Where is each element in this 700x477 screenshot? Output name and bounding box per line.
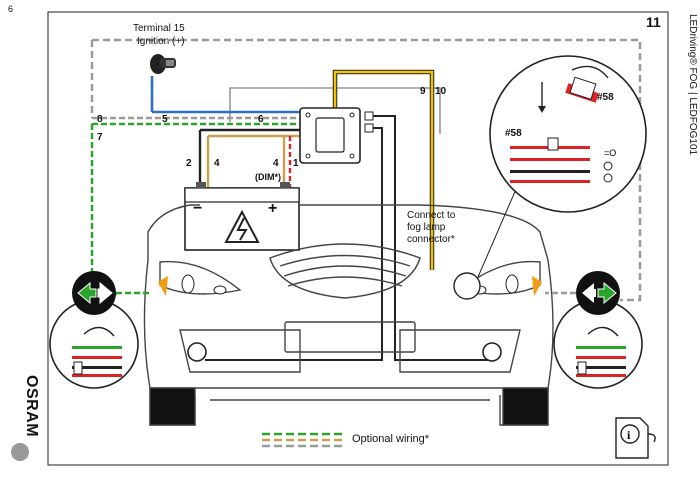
indicator-right — [532, 276, 542, 296]
sidebar-product-title: LEDriving® FOG | LEDFOG101 — [687, 14, 698, 156]
wire-number-1: 1 — [293, 158, 299, 169]
high-voltage-icon — [224, 209, 260, 243]
terminal-label: Terminal 15 — [133, 23, 185, 34]
wire-number-4a: 4 — [214, 158, 220, 169]
connect-label-1: Connect to — [407, 210, 456, 221]
connector-detail-right: =O — [510, 65, 616, 183]
svg-text:i: i — [627, 428, 631, 442]
connector-detail-left — [72, 326, 122, 377]
pin-58-label-side: #58 — [505, 128, 522, 139]
fog-lamp-icon — [213, 285, 487, 295]
zoom-line-right — [477, 179, 521, 278]
indicator-left — [158, 276, 168, 296]
svg-text:=O: =O — [604, 148, 616, 158]
wire-number-2: 2 — [186, 158, 192, 169]
ignition-key-icon — [150, 54, 176, 74]
osram-logo-mark — [11, 443, 29, 461]
arrow-left-right-icon-right — [576, 271, 620, 315]
battery-icon — [184, 182, 300, 251]
osram-logo: OSRAM — [23, 375, 40, 438]
headlamp-bulb-icon — [181, 274, 519, 294]
wire-number-4b: 4 — [273, 158, 279, 169]
ignition-label: Ignition (+) — [137, 36, 185, 47]
optional-wiring-legend — [262, 432, 346, 448]
page-number: 6 — [8, 4, 14, 14]
wire-number-7: 7 — [97, 132, 103, 143]
connect-label-2: fog lamp — [407, 222, 446, 233]
info-icon: i — [615, 417, 656, 459]
battery-minus: − — [193, 200, 203, 217]
wire-fog-left — [205, 127, 383, 361]
dim-label: (DIM*) — [255, 172, 281, 182]
fog-connector-circle — [453, 272, 481, 300]
wire-9-10-yellow — [333, 70, 434, 270]
wire-number-5: 5 — [162, 114, 168, 125]
step-number: 11 — [646, 14, 661, 30]
wire-number-10: 10 — [435, 86, 447, 97]
pin-58-label-top: #58 — [597, 92, 614, 103]
battery-plus: + — [268, 200, 278, 217]
optional-wire-7 — [90, 124, 120, 296]
fog-lamp-right — [482, 342, 502, 362]
wire-number-8: 8 — [97, 114, 103, 125]
wire-number-9: 9 — [420, 86, 426, 97]
optional-wire-8 — [92, 38, 642, 302]
fog-lamp-left — [187, 342, 207, 362]
connect-label-3: connector* — [407, 234, 455, 245]
wire-fog-right — [373, 115, 490, 361]
arrow-left-right-icon — [72, 271, 116, 315]
frame-border — [47, 11, 669, 466]
optional-wiring-label: Optional wiring* — [352, 433, 430, 445]
connector-detail-right-bottom — [576, 326, 626, 377]
wire-number-6: 6 — [258, 114, 264, 125]
